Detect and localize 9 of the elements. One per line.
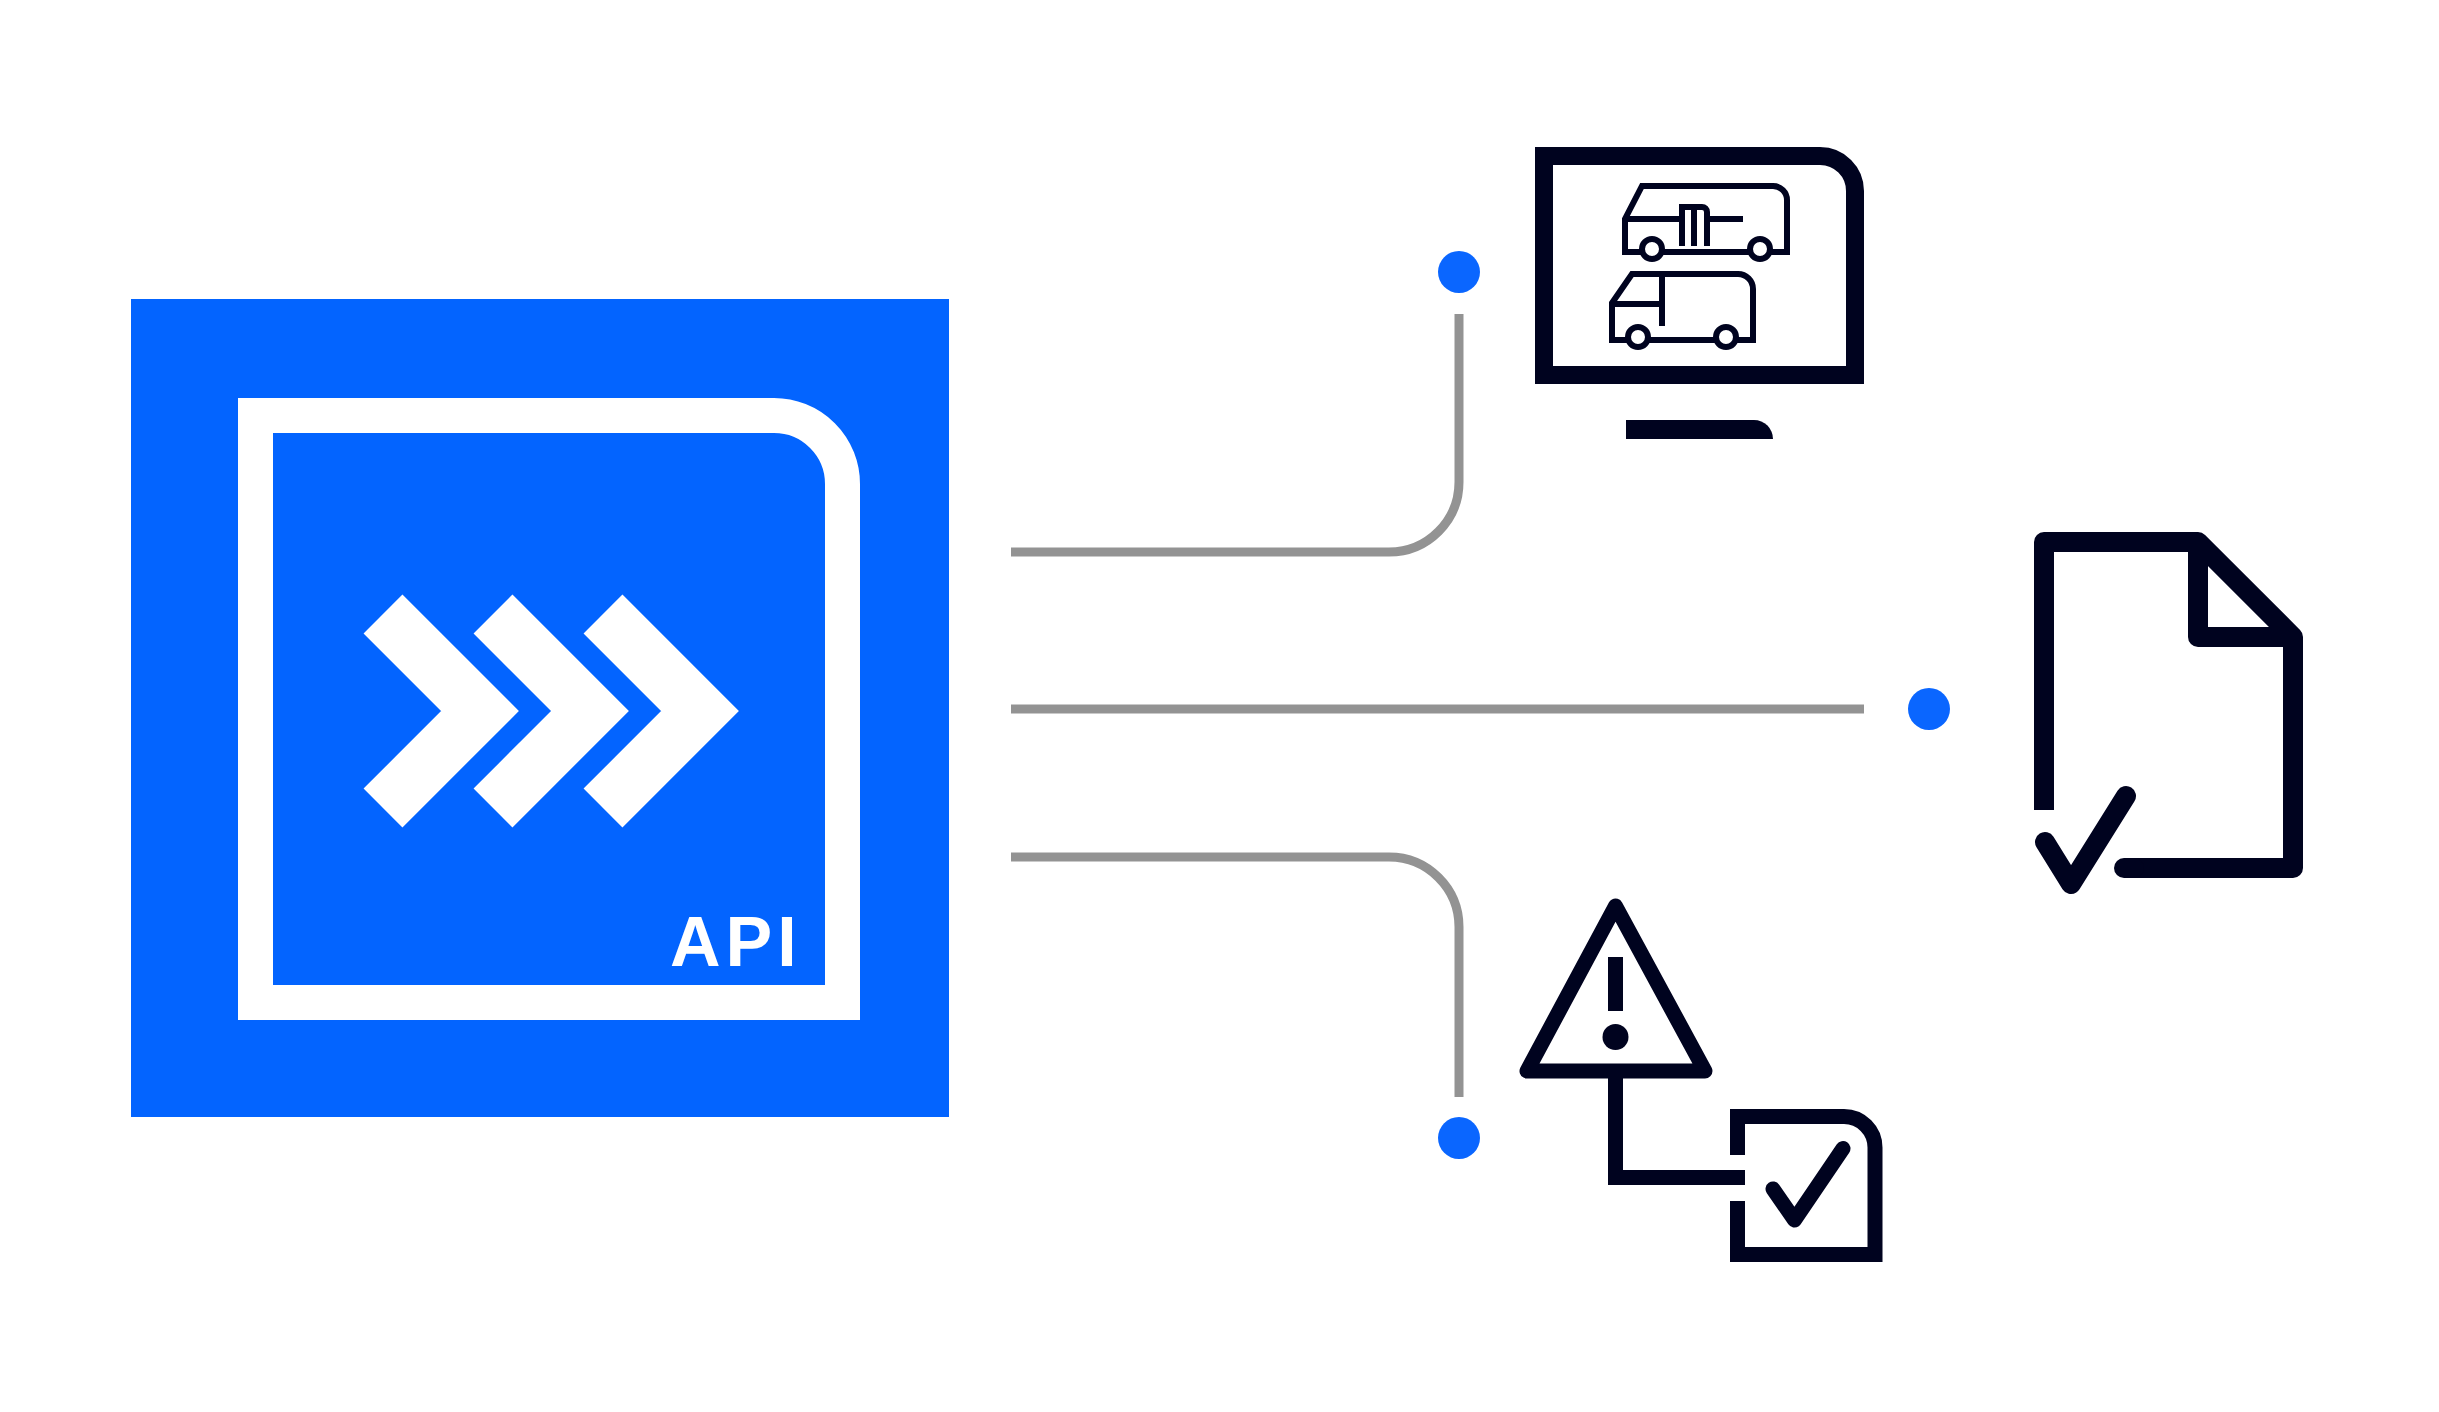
connector-line (1011, 704, 1864, 714)
api-label: API (670, 907, 802, 977)
connector-line (1011, 852, 1464, 1097)
endpoint-dot (1438, 251, 1480, 293)
endpoint-dot (1438, 1117, 1480, 1159)
endpoint-dot (1908, 688, 1950, 730)
api-block (131, 299, 949, 1117)
monitor-trucks-icon (1535, 147, 1864, 439)
connector-line (1011, 314, 1464, 557)
